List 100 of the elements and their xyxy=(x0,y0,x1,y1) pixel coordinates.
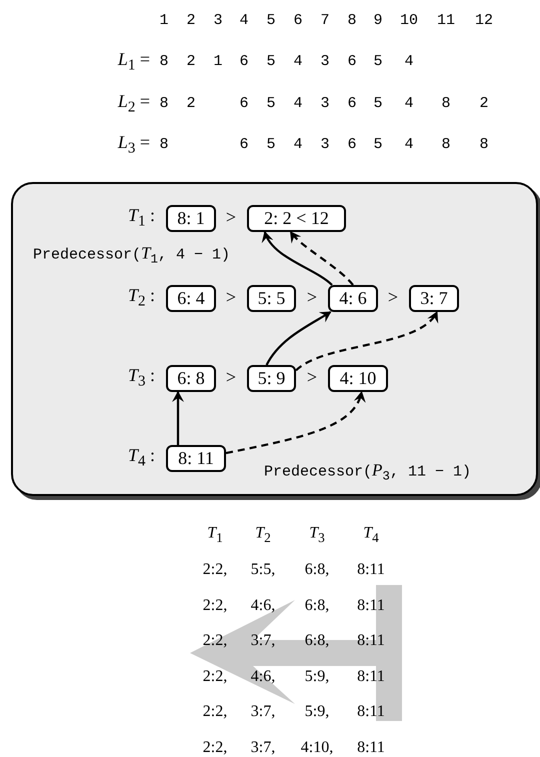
column-header: T$_{1}$ xyxy=(207,524,223,546)
table-cell: 8:11 xyxy=(357,561,385,579)
column-number: 8 xyxy=(348,12,356,30)
table-cell: 3:7, xyxy=(250,632,276,650)
column-number: 6 xyxy=(294,12,302,30)
table-cell: 4 xyxy=(294,136,302,154)
column-number: 4 xyxy=(240,12,248,30)
table-cell: 4 xyxy=(294,54,302,70)
arrow xyxy=(263,231,333,286)
table-cell: 2:2, xyxy=(202,561,228,579)
table-cell: 5 xyxy=(374,54,382,70)
table-cell: 4:6, xyxy=(250,668,276,686)
table-cell: 8 xyxy=(442,136,450,154)
table-cell: 1 xyxy=(214,54,222,70)
node-box: 2: 2 < 12 xyxy=(247,205,346,232)
table-cell: 6 xyxy=(348,96,356,112)
comparison-sign: > xyxy=(226,368,236,388)
column-number: 7 xyxy=(320,12,330,30)
table-cell: 5 xyxy=(266,136,276,154)
table-cell: 4:10, xyxy=(300,739,334,757)
table-cell: 3:7, xyxy=(250,704,276,722)
table-cell: 6:8, xyxy=(304,561,330,579)
table-cell: 2:2, xyxy=(202,596,228,614)
table-cell: 8 xyxy=(160,96,168,112)
column-number: 1 xyxy=(160,12,168,30)
table-cell: 5 xyxy=(374,96,382,112)
table-cell: 4 xyxy=(294,96,302,112)
column-number: 5 xyxy=(266,12,276,30)
table-cell: 5:9, xyxy=(304,704,330,722)
column-header: T$_{4}$ xyxy=(363,524,379,546)
column-number: 10 xyxy=(400,12,418,30)
table-cell: 6 xyxy=(240,96,248,112)
node-box: 8: 11 xyxy=(166,445,226,472)
arrow xyxy=(172,391,184,445)
table-cell: 4 xyxy=(404,54,414,70)
arrow xyxy=(295,311,438,372)
node-box: 8: 1 xyxy=(166,205,216,232)
comparison-sign: > xyxy=(226,208,236,228)
table-cell: 8:11 xyxy=(357,739,385,757)
column-number: 12 xyxy=(475,12,493,30)
table-cell: 5:9, xyxy=(304,668,330,686)
table-cell: 6 xyxy=(348,136,356,154)
column-header: T$_{3}$ xyxy=(309,524,325,546)
comparison-sign: > xyxy=(388,288,398,308)
node-box: 5: 9 xyxy=(247,365,296,392)
table-cell: 5 xyxy=(266,54,276,70)
table-cell: 4 xyxy=(404,136,414,154)
table-cell: 8:11 xyxy=(357,596,385,614)
column-number: 2 xyxy=(186,12,196,30)
comparison-sign: > xyxy=(306,368,318,388)
table-cell: 2:2, xyxy=(202,668,228,686)
table-cell: 6:8, xyxy=(304,632,330,650)
column-number: 3 xyxy=(214,12,222,30)
node-box: 4: 6 xyxy=(328,285,378,312)
table-cell: 5:5, xyxy=(250,561,276,579)
arrow xyxy=(266,311,332,366)
node-box: 4: 10 xyxy=(328,365,388,392)
row-label: T$_{2}$ : xyxy=(128,286,155,310)
table-cell: 8 xyxy=(160,54,168,70)
row-label: T$_{3}$ : xyxy=(128,366,155,390)
table-cell: 3:7, xyxy=(250,739,276,757)
arrow xyxy=(226,391,364,454)
table-cell: 8:11 xyxy=(357,704,385,722)
column-number: 9 xyxy=(374,12,382,30)
column-number: 11 xyxy=(437,12,455,30)
table-cell: 2:2, xyxy=(202,632,228,650)
node-box: 6: 8 xyxy=(166,365,216,392)
table-cell: 6:8, xyxy=(304,596,330,614)
node-box: 6: 4 xyxy=(166,285,216,312)
row-label: T$_{1}$ : xyxy=(128,206,155,230)
table-cell: 2:2, xyxy=(202,704,228,722)
table-cell: 8 xyxy=(480,136,488,154)
table-cell: 2:2, xyxy=(202,739,228,757)
table-cell: 6 xyxy=(240,136,248,154)
column-header: T$_{2}$ xyxy=(255,524,271,546)
table-cell: 5 xyxy=(266,96,276,112)
table-cell: 2 xyxy=(186,96,196,112)
row-label: T$_{4}$ : xyxy=(128,446,155,470)
row-label: L$_{1}$ = xyxy=(118,50,150,74)
table-cell: 8 xyxy=(442,96,450,112)
comparison-sign: > xyxy=(306,288,318,308)
row-label: L$_{3}$ = xyxy=(118,132,150,158)
table-cell: 8:11 xyxy=(357,668,385,686)
node-box: 3: 7 xyxy=(409,285,459,312)
table-cell: 4:6, xyxy=(250,596,276,614)
table-cell: 2 xyxy=(480,96,488,112)
table-cell: 5 xyxy=(374,136,382,154)
table-cell: 3 xyxy=(320,136,330,154)
table-cell: 8:11 xyxy=(357,632,385,650)
comparison-sign: > xyxy=(226,288,236,308)
table-cell: 3 xyxy=(320,54,330,70)
table-cell: 3 xyxy=(320,96,330,112)
table-cell: 8 xyxy=(160,136,168,154)
table-cell: 4 xyxy=(404,96,414,112)
arrow xyxy=(290,231,354,286)
annotation-text: Predecessor(P$_{3}$, 11 − 1) xyxy=(264,462,471,484)
table-cell: 6 xyxy=(240,54,248,70)
node-box: 5: 5 xyxy=(247,285,296,312)
row-label: L$_{2}$ = xyxy=(118,92,150,116)
annotation-text: Predecessor(T$_{1}$, 4 − 1) xyxy=(33,244,230,268)
